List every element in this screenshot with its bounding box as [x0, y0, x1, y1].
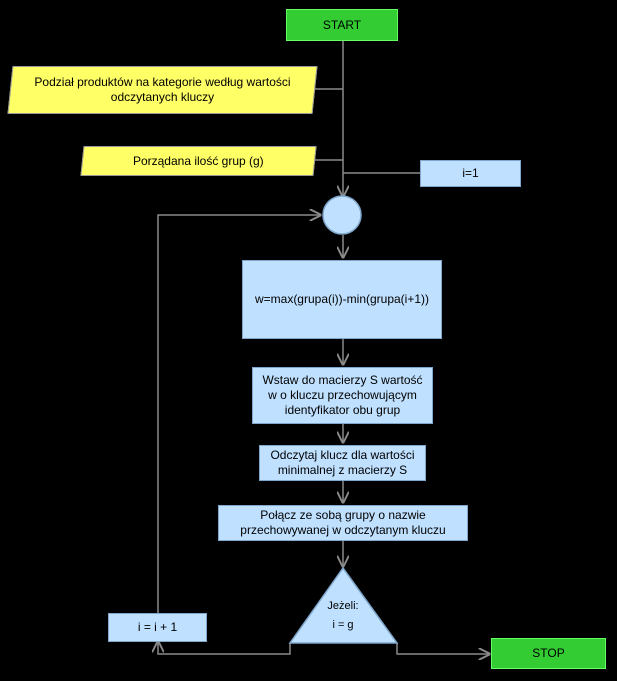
start-label: START — [322, 17, 362, 32]
edge-decision-to-increment — [158, 642, 291, 655]
stop-label: STOP — [532, 646, 565, 660]
merge-groups-node: Połącz ze sobą grupy o nazwie przechowyw… — [218, 505, 468, 541]
insert-matrix-label: Wstaw do macierzy S wartość w o kluczu p… — [262, 373, 423, 417]
split-products-label: Podział produktów na kategorie według wa… — [34, 75, 291, 104]
read-key-node: Odczytaj klucz dla wartości minimalnej z… — [259, 445, 426, 481]
compute-w-label: w=max(grupa(i))-min(grupa(i+1)) — [254, 292, 430, 306]
merge-connector — [322, 195, 362, 235]
init-i-label: i=1 — [462, 166, 479, 180]
init-i-node: i=1 — [420, 160, 521, 187]
stop-node: STOP — [491, 638, 606, 669]
start-node: START — [286, 9, 398, 41]
merge-groups-label: Połącz ze sobą grupy o nazwie przechowyw… — [240, 508, 446, 537]
edge-decision-to-stop — [396, 643, 489, 654]
decision-label: Jeżeli: — [327, 600, 359, 612]
decision-triangle — [288, 566, 399, 644]
read-key-label: Odczytaj klucz dla wartości minimalnej z… — [270, 448, 415, 477]
split-products-input: Podział produktów na kategorie według wa… — [7, 66, 318, 114]
groups-count-input: Porządana ilość grup (g) — [80, 146, 317, 176]
compute-w-node: w=max(grupa(i))-min(grupa(i+1)) — [242, 260, 442, 339]
increment-i-node: i = i + 1 — [108, 613, 207, 642]
decision-condition: i = g — [332, 619, 354, 631]
groups-count-label: Porządana ilość grup (g) — [133, 153, 264, 168]
increment-i-label: i = i + 1 — [137, 620, 178, 634]
insert-matrix-node: Wstaw do macierzy S wartość w o kluczu p… — [252, 367, 433, 424]
edge-increment-to-connector — [157, 215, 320, 613]
